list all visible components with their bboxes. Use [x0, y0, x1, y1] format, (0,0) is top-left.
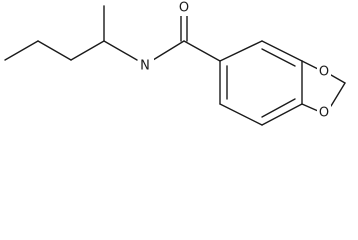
- bond-ring-2: [261, 40, 303, 62]
- bond-ring-o-upper: [301, 60, 319, 70]
- bond-ring-double-1: [261, 48, 296, 67]
- molecule-drawing: O N O O: [4, 0, 346, 126]
- bond-ring-1: [219, 40, 263, 62]
- bond-ch2-o-lower: [330, 82, 346, 107]
- bond-chain-2: [37, 40, 72, 61]
- structure-diagram: O N O O: [4, 0, 346, 126]
- bond-n-c: [152, 40, 185, 61]
- atom-ring-oxygen-lower: O: [317, 105, 331, 121]
- atom-ring-oxygen-upper: O: [317, 64, 331, 80]
- atom-amide-nitrogen: N: [138, 58, 154, 74]
- bond-ch-n: [103, 40, 138, 61]
- bond-ring-double-2: [261, 98, 296, 118]
- atom-carbonyl-oxygen: O: [177, 0, 191, 16]
- bond-chain-3: [70, 40, 105, 61]
- bond-o-ch2-upper: [330, 74, 346, 84]
- amide-nitrogen-label: N: [140, 59, 150, 74]
- carbonyl-oxygen-label: O: [179, 1, 189, 16]
- bond-c-ring: [183, 40, 221, 62]
- bond-ring-5: [219, 103, 263, 126]
- bond-ring-4: [261, 103, 303, 126]
- bond-chain-1: [4, 40, 39, 61]
- ring-oxygen-upper-label: O: [319, 65, 329, 80]
- bond-ring-o-lower: [301, 103, 319, 112]
- ring-oxygen-lower-label: O: [319, 106, 329, 121]
